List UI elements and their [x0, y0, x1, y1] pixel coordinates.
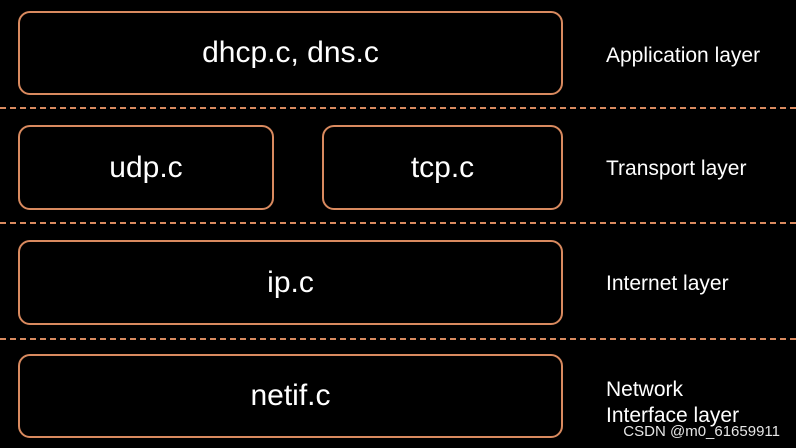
tcp-box-label: tcp.c [410, 150, 475, 184]
netif-box: netif.c [18, 354, 563, 438]
network-layer-label-line1: Network [606, 378, 684, 401]
application-box: dhcp.c, dns.c [18, 11, 563, 95]
ip-box-label: ip.c [267, 265, 314, 299]
divider-internet-network [0, 338, 796, 340]
internet-layer-label: Internet layer [606, 272, 729, 295]
watermark: CSDN @m0_61659911 [623, 423, 780, 440]
ip-box: ip.c [18, 240, 563, 325]
netif-box-label: netif.c [250, 379, 331, 412]
network-layer-label-line2: Interface layer [606, 404, 740, 427]
divider-transport-internet [0, 222, 796, 224]
application-box-label: dhcp.c, dns.c [202, 36, 379, 69]
udp-box: udp.c [18, 125, 274, 210]
tcp-box: tcp.c [322, 125, 563, 210]
transport-layer-label: Transport layer [606, 157, 747, 180]
application-layer-label: Application layer [606, 44, 761, 67]
udp-box-label: udp.c [109, 150, 183, 184]
divider-application-transport [0, 107, 796, 109]
